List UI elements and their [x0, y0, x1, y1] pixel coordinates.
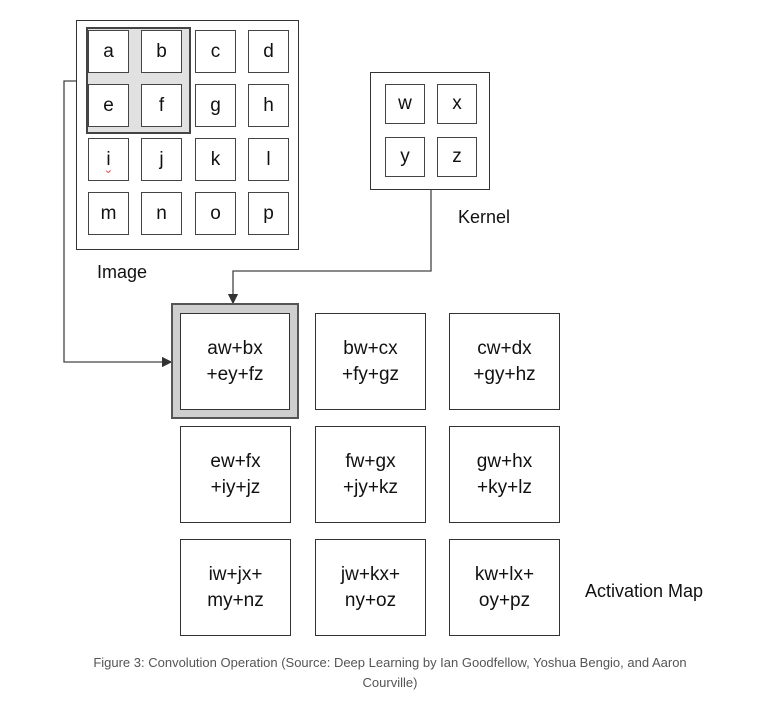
image-cell: l	[248, 138, 289, 181]
kernel-to-activation-arrow	[227, 190, 432, 305]
image-cell: n	[141, 192, 182, 235]
activation-cell-text: ew+fx +iy+jz	[210, 450, 261, 498]
activation-map-label: Activation Map	[585, 581, 704, 601]
image-cell: f	[141, 84, 182, 127]
kernel-cell: y	[385, 137, 425, 177]
image-cell: k	[195, 138, 236, 181]
kernel-cell: z	[437, 137, 477, 177]
activation-cell: aw+bx +ey+fz	[180, 313, 290, 410]
activation-cell: gw+hx +ky+lz	[449, 426, 560, 523]
caption-line-1: Figure 3: Convolution Operation (Source:…	[93, 655, 687, 670]
image-cell: c	[195, 30, 236, 73]
activation-cell: kw+lx+ oy+pz	[449, 539, 560, 636]
activation-cell-text: bw+cx +fy+gz	[341, 337, 400, 385]
image-cell: i	[88, 138, 129, 181]
image-cell: g	[195, 84, 236, 127]
activation-cell-text: aw+bx +ey+fz	[206, 337, 264, 385]
activation-cell: cw+dx +gy+hz	[449, 313, 560, 410]
figure-caption: Figure 3: Convolution Operation (Source:…	[40, 653, 740, 693]
activation-cell: fw+gx +jy+kz	[315, 426, 426, 523]
activation-cell-text: iw+jx+ my+nz	[207, 563, 264, 611]
kernel-label: Kernel	[458, 207, 511, 227]
image-cell: d	[248, 30, 289, 73]
activation-cell-text: cw+dx +gy+hz	[473, 337, 536, 385]
image-label: Image	[97, 262, 148, 282]
image-cell: h	[248, 84, 289, 127]
activation-cell: jw+kx+ ny+oz	[315, 539, 426, 636]
image-cell: o	[195, 192, 236, 235]
image-cell: j	[141, 138, 182, 181]
caption-line-2: Courville)	[362, 675, 418, 690]
image-cell: p	[248, 192, 289, 235]
activation-cell-text: kw+lx+ oy+pz	[474, 563, 535, 611]
activation-cell-text: gw+hx +ky+lz	[476, 450, 533, 498]
activation-cell: ew+fx +iy+jz	[180, 426, 291, 523]
image-cell: m	[88, 192, 129, 235]
image-to-activation-arrow	[63, 80, 173, 368]
activation-cell-text: jw+kx+ ny+oz	[340, 563, 401, 611]
image-cell: b	[141, 30, 182, 73]
activation-cell-text: fw+gx +jy+kz	[343, 450, 398, 498]
image-cell: a	[88, 30, 129, 73]
image-cell: e	[88, 84, 129, 127]
kernel-cell: w	[385, 84, 425, 124]
activation-cell: iw+jx+ my+nz	[180, 539, 291, 636]
activation-cell: bw+cx +fy+gz	[315, 313, 426, 410]
kernel-cell: x	[437, 84, 477, 124]
